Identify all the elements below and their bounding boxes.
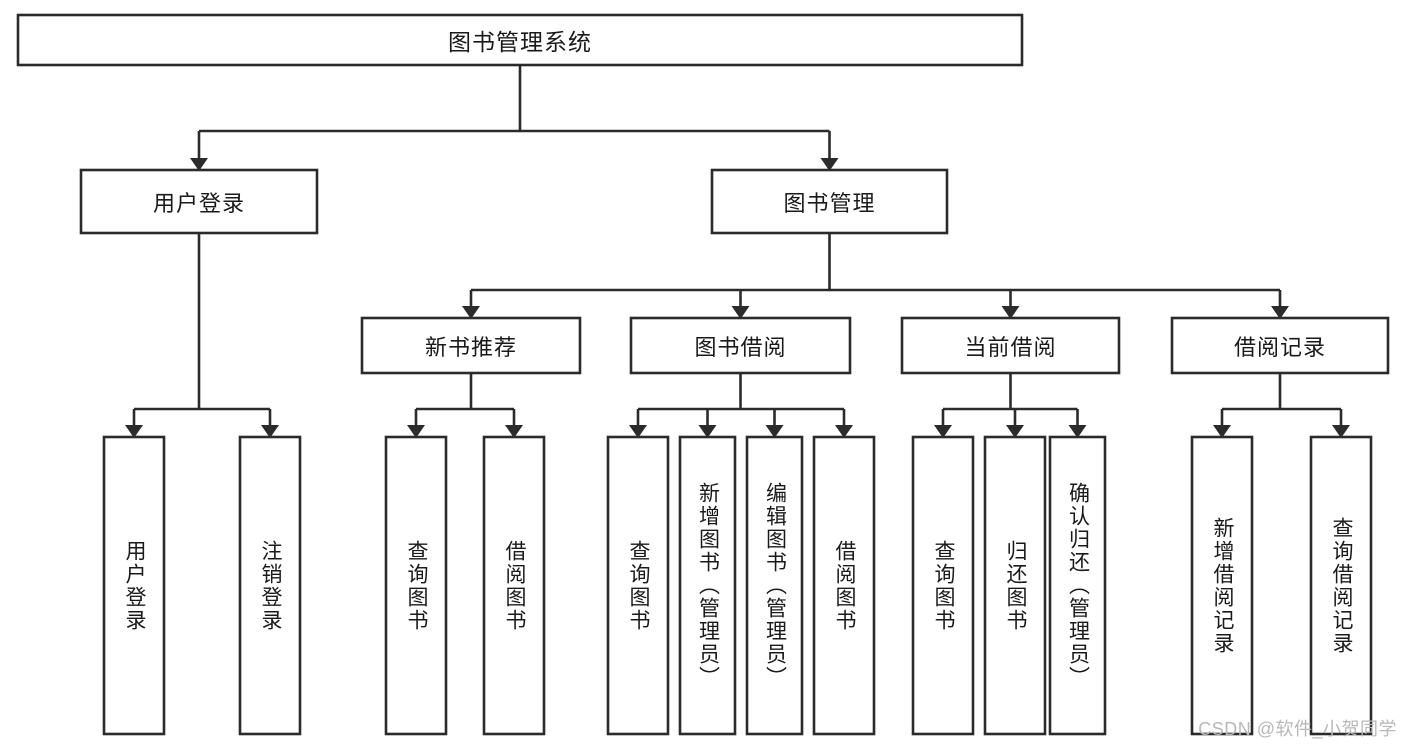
- node-box-user-login: [79, 168, 319, 235]
- arrow-head-icon: [731, 306, 750, 319]
- arrow-head-icon: [505, 425, 523, 438]
- node-box-current-borrow: [900, 316, 1121, 375]
- node-box-leaf-query-borrow-record: [1309, 435, 1373, 736]
- arrow-head-icon: [1006, 425, 1024, 438]
- arrow-head-icon: [261, 425, 279, 438]
- arrow-head-icon: [835, 425, 853, 438]
- arrow-head-icon: [462, 306, 480, 319]
- node-box-book-manage: [710, 168, 949, 235]
- node-box-leaf-confirm-return-admin: [1048, 435, 1107, 736]
- boxes-layer: [16, 13, 1390, 736]
- arrow-head-icon: [820, 158, 839, 171]
- arrow-head-icon: [934, 425, 952, 438]
- node-box-leaf-query-book-3: [911, 435, 975, 736]
- connectors-layer: [125, 65, 1350, 438]
- node-box-root: [16, 13, 1024, 67]
- node-box-leaf-user-login: [102, 435, 166, 736]
- node-box-leaf-query-book-1: [384, 435, 448, 736]
- arrow-head-icon: [1213, 425, 1231, 438]
- node-box-leaf-add-borrow-record: [1190, 435, 1254, 736]
- arrow-head-icon: [629, 425, 647, 438]
- node-box-borrow-record: [1170, 316, 1390, 375]
- node-box-book-borrow: [629, 316, 852, 375]
- arrow-head-icon: [407, 425, 425, 438]
- node-box-leaf-edit-book-admin: [745, 435, 804, 736]
- arrow-head-icon: [698, 425, 717, 438]
- node-box-leaf-logout-login: [238, 435, 302, 736]
- node-box-leaf-query-book-2: [606, 435, 670, 736]
- arrow-head-icon: [190, 158, 208, 171]
- node-box-leaf-borrow-book-1: [482, 435, 546, 736]
- arrow-head-icon: [1001, 306, 1020, 319]
- node-box-leaf-borrow-book-2: [812, 435, 876, 736]
- node-box-new-book-rec: [360, 316, 582, 375]
- arrow-head-icon: [125, 425, 143, 438]
- node-box-leaf-add-book-admin: [678, 435, 737, 736]
- arrow-head-icon: [1332, 425, 1350, 438]
- arrow-head-icon: [765, 425, 784, 438]
- csdn-watermark: CSDN @软件_小贺同学: [1198, 719, 1397, 739]
- node-box-leaf-return-book: [983, 435, 1047, 736]
- arrow-head-icon: [1271, 306, 1289, 319]
- arrow-head-icon: [1068, 425, 1087, 438]
